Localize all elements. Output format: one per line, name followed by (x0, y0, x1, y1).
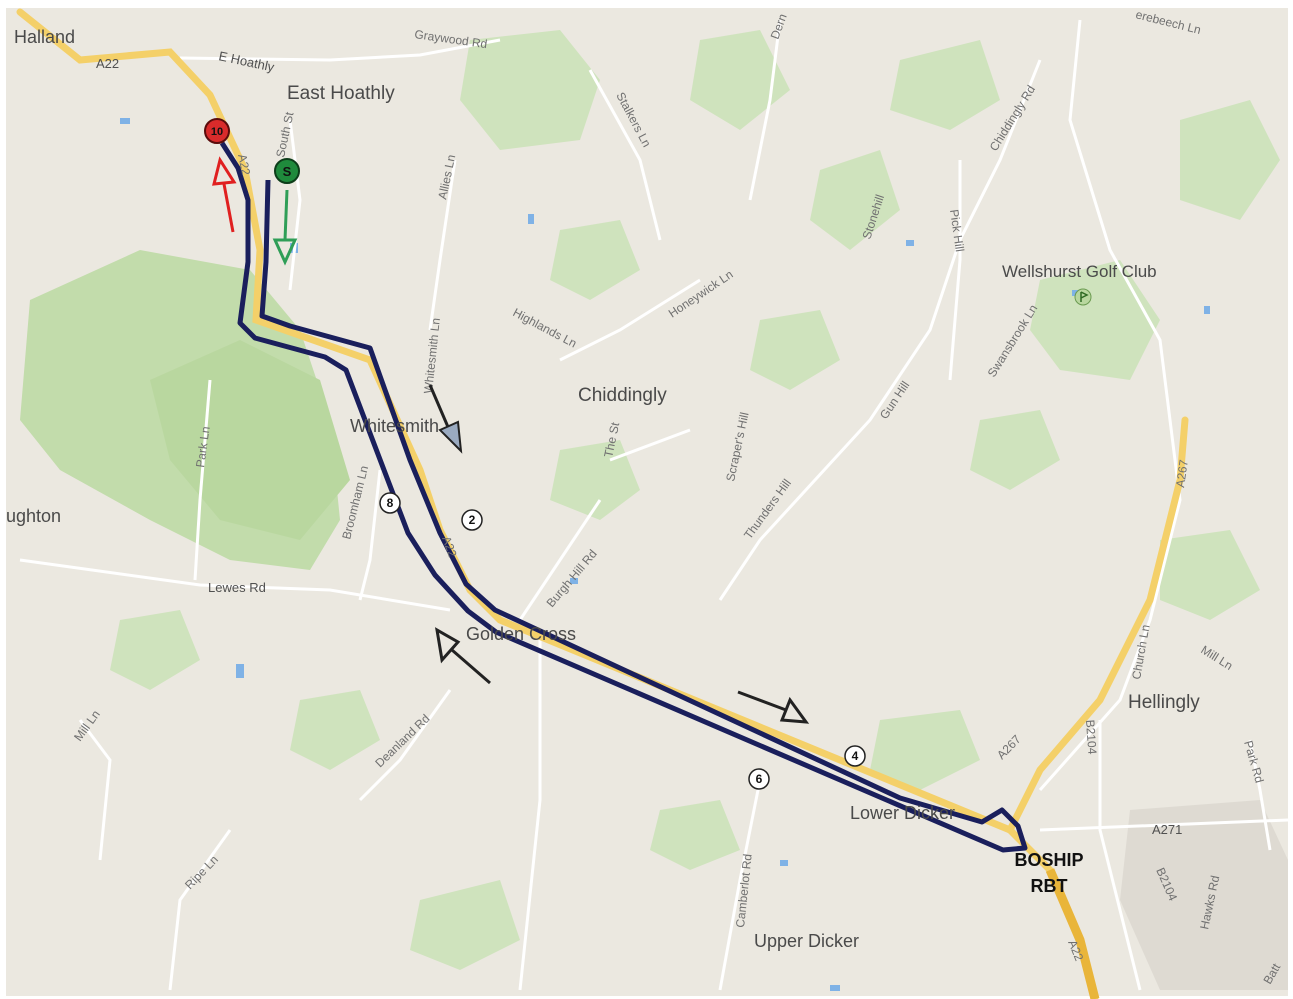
arrow-east-icon (737, 690, 810, 724)
waypoint-4-label: 4 (852, 749, 859, 763)
place-label-halland: Halland (14, 27, 75, 47)
waypoint-6-label: 6 (756, 772, 763, 786)
place-label-chiddingly: Chiddingly (578, 385, 667, 406)
road-label-b2104-north: B2104 (1083, 719, 1099, 755)
waypoint-2-label: 2 (469, 513, 476, 527)
start-marker-label: S (283, 164, 292, 179)
finish-marker[interactable]: 10 (204, 118, 230, 144)
road-label-a22-nw: A22 (96, 56, 119, 71)
waypoint-8[interactable]: 8 (379, 492, 401, 514)
arrow-southeast-icon (428, 384, 463, 454)
road-label-a267-north: A267 (1173, 458, 1191, 488)
boship-label-line2: RBT (1031, 876, 1068, 896)
arrow-start-south-icon (272, 189, 298, 266)
place-label-laughton: ughton (6, 506, 61, 526)
a22-south-segment (1045, 868, 1100, 999)
road-label-a22-mid: A22 (439, 534, 460, 559)
golf-icon (1074, 288, 1092, 306)
arrow-northwest-icon (435, 627, 491, 685)
road-label-park-ln: Park Ln (193, 426, 213, 469)
place-label-golden-cross: Golden Cross (466, 624, 576, 644)
road-label-pick-hill: Pick Hill (947, 208, 967, 252)
place-label-upper-dicker: Upper Dicker (754, 931, 859, 951)
place-label-whitesmith: Whitesmith (350, 416, 439, 436)
green-areas (20, 30, 1280, 970)
place-label-wellshurst-golf-club: Wellshurst Golf Club (1002, 262, 1157, 281)
place-label-east-hoathly: East Hoathly (287, 83, 395, 104)
road-label-a22-north: A22 (235, 153, 253, 177)
place-label-lower-dicker: Lower Dicker (850, 803, 955, 823)
minor-roads (19, 19, 1289, 991)
waypoint-2[interactable]: 2 (461, 509, 483, 531)
finish-marker-label: 10 (211, 126, 223, 138)
route-line (219, 141, 1028, 853)
waypoint-6[interactable]: 6 (748, 768, 770, 790)
arrow-finish-north-icon (212, 156, 237, 233)
start-marker[interactable]: S (274, 158, 300, 184)
road-label-lewes-rd: Lewes Rd (208, 580, 266, 595)
boship-label-line1: BOSHIP (1014, 850, 1083, 870)
direction-arrows (212, 156, 810, 724)
road-label-a271: A271 (1152, 822, 1182, 837)
built-up-area (1120, 800, 1288, 990)
place-label-hellingly: Hellingly (1128, 692, 1200, 713)
waypoint-8-label: 8 (387, 496, 394, 510)
waypoint-4[interactable]: 4 (844, 745, 866, 767)
